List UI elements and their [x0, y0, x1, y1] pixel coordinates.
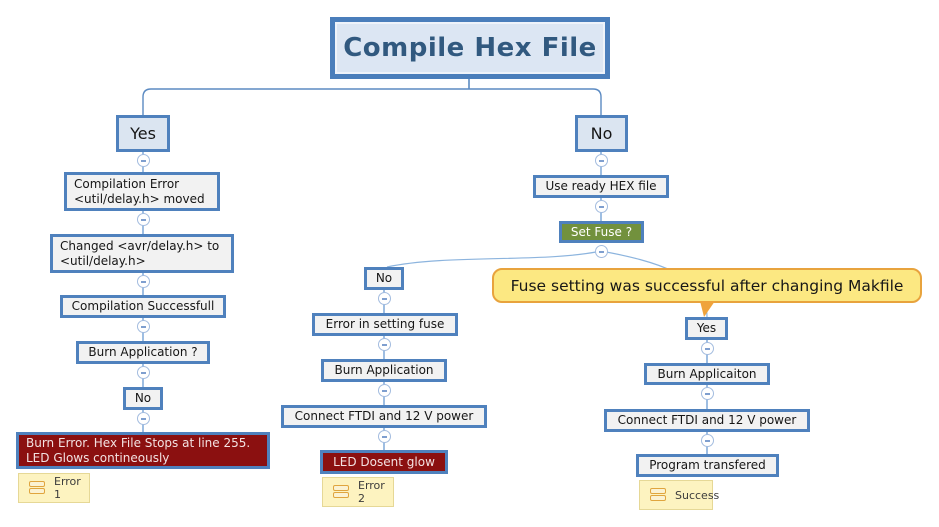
- note-label: Error 1: [54, 475, 81, 501]
- node-fuse-yes[interactable]: Yes: [685, 317, 728, 340]
- node-program-transfered[interactable]: Program transfered: [636, 454, 779, 477]
- collapse-toggle[interactable]: [595, 245, 608, 258]
- note-icon: [29, 481, 45, 495]
- collapse-toggle[interactable]: [378, 430, 391, 443]
- node-compilation-error[interactable]: Compilation Error <util/delay.h> moved: [64, 172, 220, 211]
- collapse-toggle[interactable]: [137, 213, 150, 226]
- collapse-toggle[interactable]: [378, 292, 391, 305]
- node-fuse-no[interactable]: No: [364, 267, 404, 290]
- root-node-compile-hex-file[interactable]: Compile Hex File: [330, 17, 610, 79]
- node-set-fuse-question[interactable]: Set Fuse ?: [559, 221, 644, 243]
- node-burn-no[interactable]: No: [123, 387, 163, 410]
- node-error-in-setting-fuse[interactable]: Error in setting fuse: [312, 313, 458, 336]
- node-no-branch[interactable]: No: [575, 115, 628, 152]
- collapse-toggle[interactable]: [137, 412, 150, 425]
- node-led-dosent-glow[interactable]: LED Dosent glow: [320, 450, 448, 474]
- collapse-toggle[interactable]: [378, 384, 391, 397]
- node-burn-application-question[interactable]: Burn Application ?: [76, 341, 210, 364]
- collapse-toggle[interactable]: [137, 320, 150, 333]
- collapse-toggle[interactable]: [137, 275, 150, 288]
- callout-tail: [700, 301, 715, 317]
- note-error-1[interactable]: Error 1: [18, 473, 90, 503]
- collapse-toggle[interactable]: [701, 387, 714, 400]
- connector-root-rail: [142, 88, 602, 116]
- callout-bubble[interactable]: Fuse setting was successful after changi…: [492, 268, 922, 303]
- collapse-toggle[interactable]: [378, 338, 391, 351]
- note-icon: [650, 488, 666, 502]
- node-connect-ftdi-power[interactable]: Connect FTDI and 12 V power: [281, 405, 487, 428]
- collapse-toggle[interactable]: [701, 434, 714, 447]
- node-burn-error[interactable]: Burn Error. Hex File Stops at line 255. …: [16, 432, 270, 469]
- node-burn-applicaiton[interactable]: Burn Applicaiton: [644, 363, 770, 385]
- note-success[interactable]: Success: [639, 480, 719, 510]
- node-changed-delay-header[interactable]: Changed <avr/delay.h> to <util/delay.h>: [50, 234, 234, 273]
- collapse-toggle[interactable]: [595, 154, 608, 167]
- node-compilation-successfull[interactable]: Compilation Successfull: [60, 295, 226, 318]
- node-yes-branch[interactable]: Yes: [116, 115, 170, 152]
- node-connect-ftdi-power-2[interactable]: Connect FTDI and 12 V power: [604, 409, 810, 432]
- node-burn-application[interactable]: Burn Application: [321, 359, 447, 382]
- collapse-toggle[interactable]: [701, 342, 714, 355]
- note-label: Error 2: [358, 479, 385, 505]
- note-icon: [333, 485, 349, 499]
- connector-fuse-no-curve: [386, 250, 602, 268]
- collapse-toggle[interactable]: [137, 366, 150, 379]
- collapse-toggle[interactable]: [595, 200, 608, 213]
- note-label: Success: [675, 488, 720, 502]
- collapse-toggle[interactable]: [137, 154, 150, 167]
- note-error-2[interactable]: Error 2: [322, 477, 394, 507]
- node-use-ready-hex-file[interactable]: Use ready HEX file: [533, 175, 669, 198]
